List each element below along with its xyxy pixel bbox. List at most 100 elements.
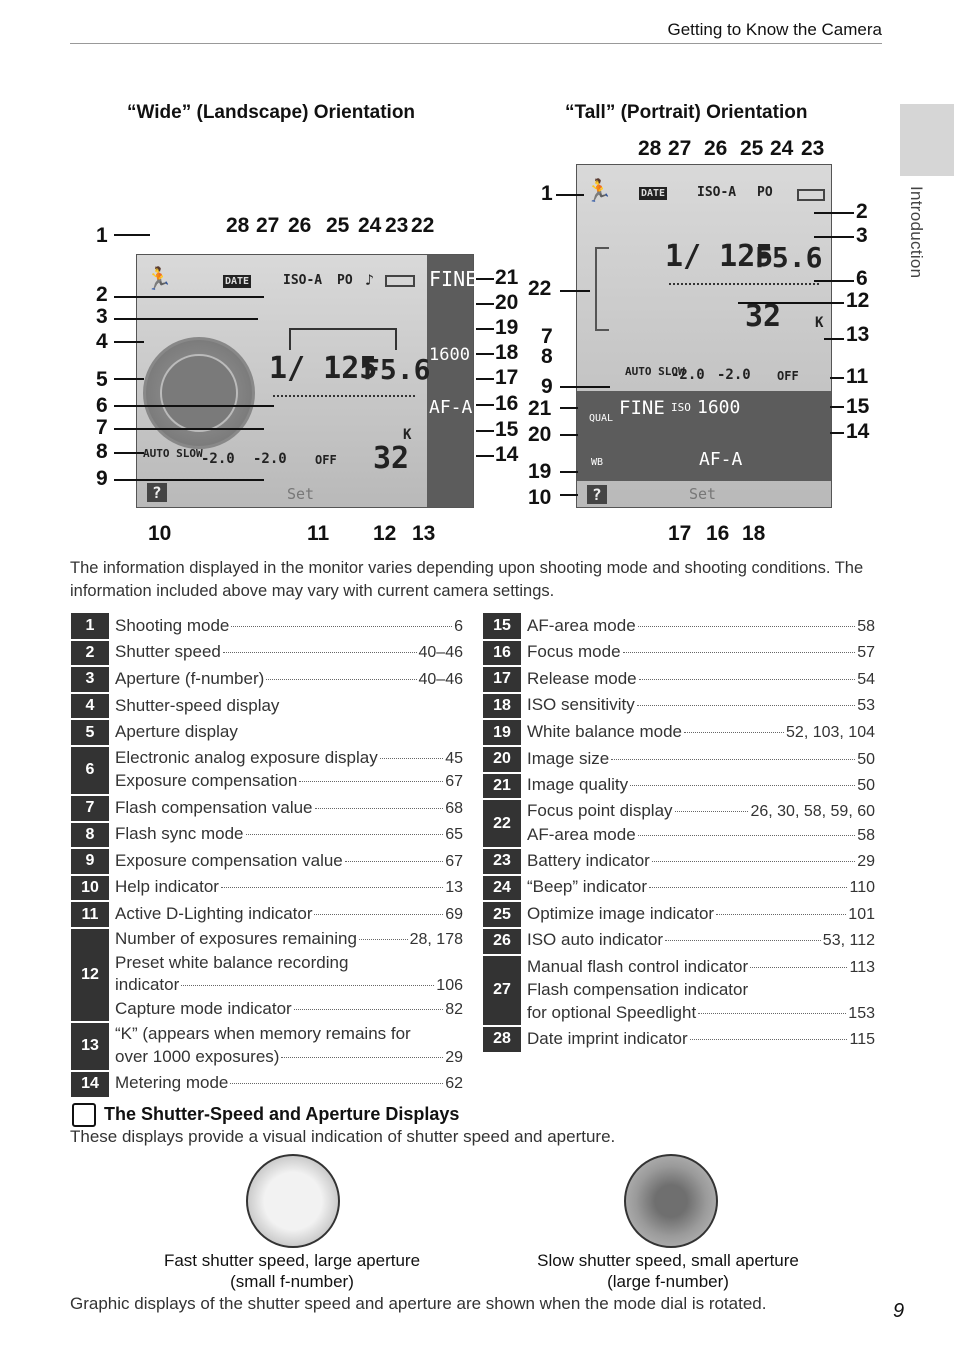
wide-callout: 11 — [307, 522, 330, 545]
tall-image-quality: FINE — [619, 397, 665, 419]
legend-number: 21 — [483, 772, 521, 801]
legend-page-ref[interactable]: 113 — [849, 958, 875, 976]
legend-number: 17 — [483, 666, 521, 694]
legend-leader-dots — [750, 966, 848, 968]
tall-callout: 17 — [668, 522, 692, 545]
legend-page-ref[interactable]: 67 — [445, 852, 463, 870]
legend-page-ref[interactable]: 82 — [445, 1000, 463, 1018]
leader-line — [114, 234, 150, 236]
wide-lcd-screen: 🏃 DATE ISO-A PO ♪ 1/ 125 F5.6 AUTO SLOW … — [136, 254, 477, 508]
tall-callout: 20 — [528, 423, 552, 446]
caption-slow-line1: Slow shutter speed, small aperture — [537, 1251, 799, 1270]
legend-page-ref[interactable]: 153 — [848, 1004, 875, 1022]
tall-flash-sync: AUTO SLOW — [625, 365, 685, 378]
legend-page-ref[interactable]: 110 — [849, 879, 875, 897]
legend-number: 5 — [71, 719, 109, 747]
legend-number: 14 — [71, 1070, 109, 1099]
legend-label: Preset white balance recording — [115, 952, 349, 972]
leader-line — [114, 479, 264, 481]
tall-callout: 15 — [846, 395, 870, 418]
tall-flash-comp: -2.0 — [717, 367, 751, 383]
leader-line — [114, 318, 258, 320]
wide-callout: 24 — [358, 214, 382, 237]
legend-leader-dots — [698, 1012, 847, 1014]
legend-label: White balance mode — [527, 721, 682, 741]
tall-callout: 13 — [846, 323, 870, 346]
note-title: The Shutter-Speed and Aperture Displays — [104, 1104, 460, 1124]
exposures-remaining: 32 — [373, 441, 410, 476]
legend-leader-dots — [344, 860, 444, 862]
legend-page-ref[interactable]: 40–46 — [418, 644, 464, 662]
legend-page-ref[interactable]: 53 — [857, 697, 875, 715]
tall-callout: 21 — [528, 397, 552, 420]
legend-label: Flash sync mode — [115, 824, 244, 844]
legend-page-ref[interactable]: 68 — [445, 799, 463, 817]
wide-callout: 2 — [96, 283, 108, 306]
legend-page-ref[interactable]: 53, 112 — [822, 932, 875, 950]
leader-line — [114, 405, 274, 407]
legend-page-ref[interactable]: 65 — [445, 826, 463, 844]
legend-page-ref[interactable]: 62 — [445, 1075, 463, 1093]
legend-page-ref[interactable]: 29 — [857, 852, 875, 870]
legend-label: Battery indicator — [527, 850, 650, 870]
legend-page-ref[interactable]: 54 — [857, 670, 875, 688]
legend-leader-dots — [638, 678, 856, 680]
legend-page-ref[interactable]: 26, 30, 58, 59, 60 — [750, 803, 875, 821]
tall-qual-label: QUAL — [589, 413, 614, 424]
leader-line — [476, 278, 494, 280]
legend-page-ref[interactable]: 58 — [857, 617, 875, 635]
legend-page-ref[interactable]: 58 — [857, 826, 875, 844]
legend-leader-dots — [314, 807, 444, 809]
legend-page-ref[interactable]: 101 — [848, 905, 875, 923]
legend-page-ref[interactable]: 69 — [445, 905, 463, 923]
legend-number: 27 — [483, 954, 521, 1028]
focus-point-display — [289, 328, 397, 350]
legend-page-ref[interactable]: 6 — [454, 617, 463, 635]
legend-page-ref[interactable]: 57 — [857, 644, 875, 662]
leader-line — [830, 406, 844, 408]
legend-page-ref[interactable]: 50 — [857, 777, 875, 795]
legend-page-ref[interactable]: 106 — [436, 977, 463, 995]
legend-leader-dots — [651, 860, 856, 862]
legend-page-ref[interactable]: 67 — [445, 773, 463, 791]
tall-callout: 12 — [846, 289, 870, 312]
leader-line — [114, 452, 144, 454]
legend-page-ref[interactable]: 45 — [445, 749, 463, 767]
legend-leader-dots — [611, 758, 856, 760]
legend-page-ref[interactable]: 115 — [849, 1030, 875, 1048]
tall-callout: 18 — [742, 522, 766, 545]
legend-line: Battery indicator 29 — [527, 850, 875, 874]
legend-leader-dots — [637, 625, 856, 627]
legend-number: 6 — [71, 745, 109, 796]
wide-aperture-dial-icon — [143, 337, 255, 449]
tall-shooting-mode-icon: 🏃 — [585, 179, 613, 204]
legend-page-ref[interactable]: 29 — [445, 1048, 463, 1066]
legend-page-ref[interactable]: 40–46 — [418, 670, 464, 688]
wide-callout: 4 — [96, 330, 108, 353]
leader-line — [114, 378, 144, 380]
legend-page-ref[interactable]: 52, 103, 104 — [786, 723, 875, 741]
tall-callout: 25 — [740, 137, 764, 160]
legend-page-ref[interactable]: 13 — [445, 879, 463, 897]
legend-page-ref[interactable]: 28, 178 — [409, 931, 463, 949]
legend-page-ref[interactable]: 50 — [857, 750, 875, 768]
tall-callout: 26 — [704, 137, 728, 160]
leader-line — [830, 377, 844, 379]
legend-text: Aperture display — [109, 719, 463, 746]
tall-date-imprint: DATE — [639, 187, 668, 200]
tall-callout: 11 — [846, 365, 869, 388]
